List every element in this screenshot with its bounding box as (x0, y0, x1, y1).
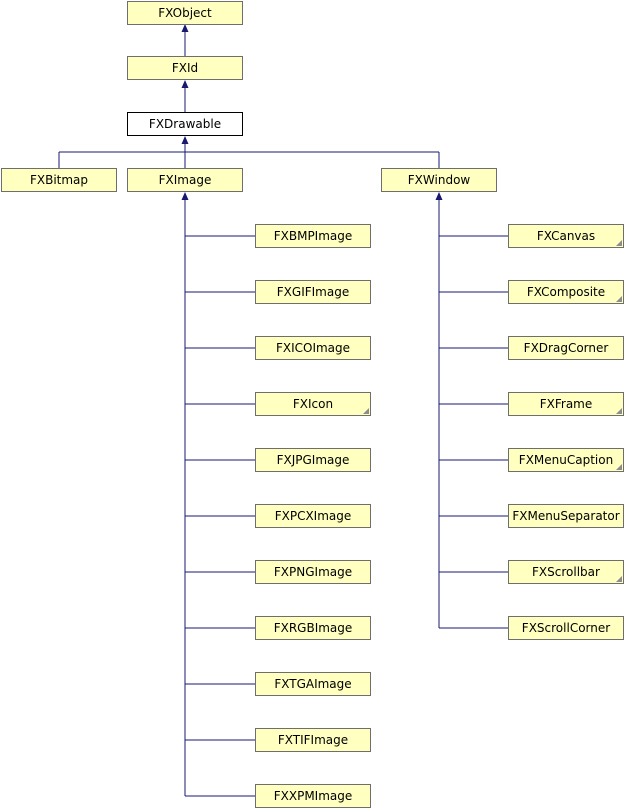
node-fxcomposite[interactable]: FXComposite (508, 280, 624, 304)
arrowhead-fxobject (181, 24, 189, 32)
arrowhead-fxid (181, 80, 189, 88)
node-fxtifimage[interactable]: FXTIFImage (255, 728, 371, 752)
node-fxframe[interactable]: FXFrame (508, 392, 624, 416)
node-fxmenucaption[interactable]: FXMenuCaption (508, 448, 624, 472)
node-fxid[interactable]: FXId (127, 56, 243, 80)
node-fximage[interactable]: FXImage (127, 168, 243, 192)
node-fxgifimage[interactable]: FXGIFImage (255, 280, 371, 304)
node-fxscrollbar[interactable]: FXScrollbar (508, 560, 624, 584)
node-fxcanvas[interactable]: FXCanvas (508, 224, 624, 248)
node-fxtgaimage[interactable]: FXTGAImage (255, 672, 371, 696)
node-fxicon[interactable]: FXIcon (255, 392, 371, 416)
node-fxrgbimage[interactable]: FXRGBImage (255, 616, 371, 640)
node-fxobject[interactable]: FXObject (127, 1, 243, 25)
node-fxdrawable: FXDrawable (127, 112, 243, 136)
node-fxbitmap[interactable]: FXBitmap (1, 168, 117, 192)
node-fxdragcorner[interactable]: FXDragCorner (508, 336, 624, 360)
node-fxmenuseparator[interactable]: FXMenuSeparator (508, 504, 624, 528)
node-fxicoimage[interactable]: FXICOImage (255, 336, 371, 360)
node-fxpcximage[interactable]: FXPCXImage (255, 504, 371, 528)
arrowhead-fximage (181, 192, 189, 200)
node-fxxpmimage[interactable]: FXXPMImage (255, 784, 371, 808)
arrowhead-fxdrawable (181, 136, 189, 144)
node-fxbmpimage[interactable]: FXBMPImage (255, 224, 371, 248)
node-fxpngimage[interactable]: FXPNGImage (255, 560, 371, 584)
node-fxwindow[interactable]: FXWindow (381, 168, 497, 192)
node-fxjpgimage[interactable]: FXJPGImage (255, 448, 371, 472)
node-fxscrollcorner[interactable]: FXScrollCorner (508, 616, 624, 640)
arrowhead-fxwindow (435, 192, 443, 200)
